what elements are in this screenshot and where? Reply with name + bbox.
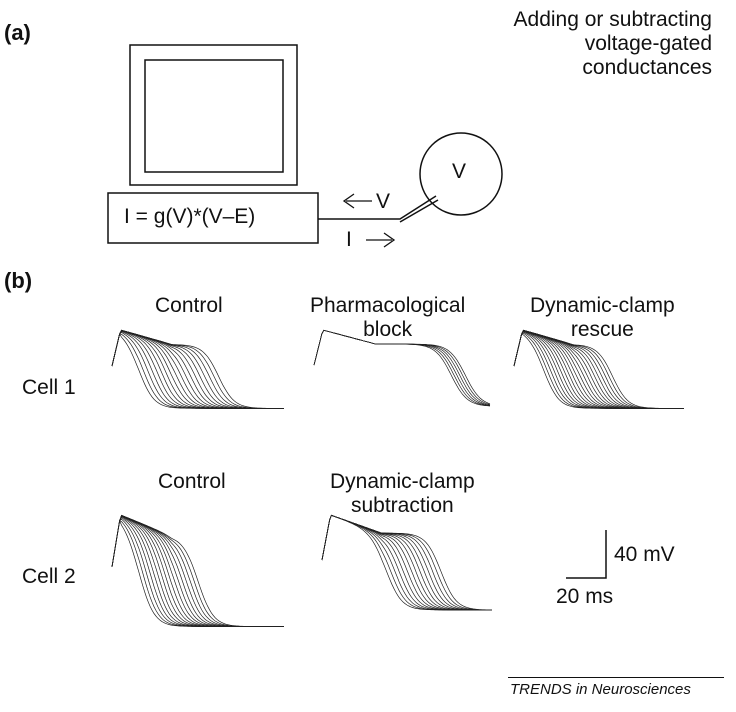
- ap-trace: [321, 514, 492, 611]
- ap-trace: [321, 514, 492, 611]
- panel-a-heading: Adding or subtracting voltage-gated cond…: [514, 8, 712, 80]
- ap-trace: [321, 514, 492, 611]
- ap-trace: [321, 514, 492, 611]
- computer-box: [107, 192, 319, 244]
- monitor-outer: [129, 44, 298, 186]
- ap-trace: [321, 514, 492, 611]
- traces-cell1-block: [313, 329, 491, 407]
- ap-trace: [321, 514, 492, 611]
- voltage-arrow-icon: [342, 193, 372, 209]
- ap-trace: [513, 329, 684, 409]
- title-line: subtraction: [350, 494, 454, 517]
- cell-v-label: V: [452, 160, 467, 183]
- title-line: block: [363, 318, 413, 341]
- traces-cell1-control: [111, 329, 284, 409]
- ap-trace: [313, 329, 491, 405]
- footer-credit: TRENDS in Neurosciences: [510, 681, 691, 698]
- cell-1-label: Cell 1: [22, 376, 76, 399]
- heading-line-3: conductances: [582, 56, 712, 79]
- title-cell2-control: Control: [158, 470, 226, 494]
- title-cell1-rescue: Dynamic-clamp rescue: [530, 294, 675, 342]
- cell-2-label: Cell 2: [22, 565, 76, 588]
- heading-line-1: Adding or subtracting: [513, 8, 712, 31]
- title-line: Dynamic-clamp: [330, 470, 475, 493]
- ap-trace: [321, 514, 492, 611]
- title-line: Control: [155, 294, 223, 317]
- heading-line-2: voltage-gated: [584, 32, 712, 55]
- title-cell2-subtraction: Dynamic-clamp subtraction: [330, 470, 475, 518]
- ap-trace: [321, 514, 492, 611]
- traces-cell2-control: [111, 514, 284, 627]
- title-line: Control: [158, 470, 226, 493]
- arrow-i-label: I: [346, 228, 352, 251]
- traces-cell2-subtraction: [321, 514, 492, 611]
- scale-bar: [566, 530, 607, 579]
- ap-trace: [111, 329, 284, 409]
- ap-trace: [321, 514, 492, 611]
- equation-label: I = g(V)*(V–E): [124, 205, 256, 228]
- ap-trace: [111, 514, 284, 627]
- ap-trace: [111, 329, 284, 409]
- title-cell1-block: Pharmacological block: [310, 294, 465, 342]
- monitor-screen: [144, 59, 284, 173]
- panel-b-label: (b): [4, 268, 33, 293]
- title-cell1-control: Control: [155, 294, 223, 318]
- scale-voltage-label: 40 mV: [614, 543, 675, 566]
- ap-trace: [321, 514, 492, 611]
- current-arrow-icon: [366, 232, 396, 248]
- electrode-wire: [318, 195, 437, 220]
- title-line: Pharmacological: [310, 294, 466, 317]
- arrow-v-label: V: [376, 190, 391, 213]
- ap-trace: [321, 514, 492, 611]
- ap-trace: [513, 329, 684, 409]
- cell-circle: [419, 132, 503, 216]
- title-line: rescue: [570, 318, 634, 341]
- footer-rule: [508, 677, 724, 678]
- ap-trace: [321, 514, 492, 611]
- ap-trace: [321, 514, 492, 611]
- title-line: Dynamic-clamp: [530, 294, 675, 317]
- panel-a-label: (a): [4, 20, 31, 45]
- ap-trace: [321, 514, 492, 611]
- traces-cell1-rescue: [513, 329, 684, 409]
- scale-time-label: 20 ms: [556, 585, 614, 608]
